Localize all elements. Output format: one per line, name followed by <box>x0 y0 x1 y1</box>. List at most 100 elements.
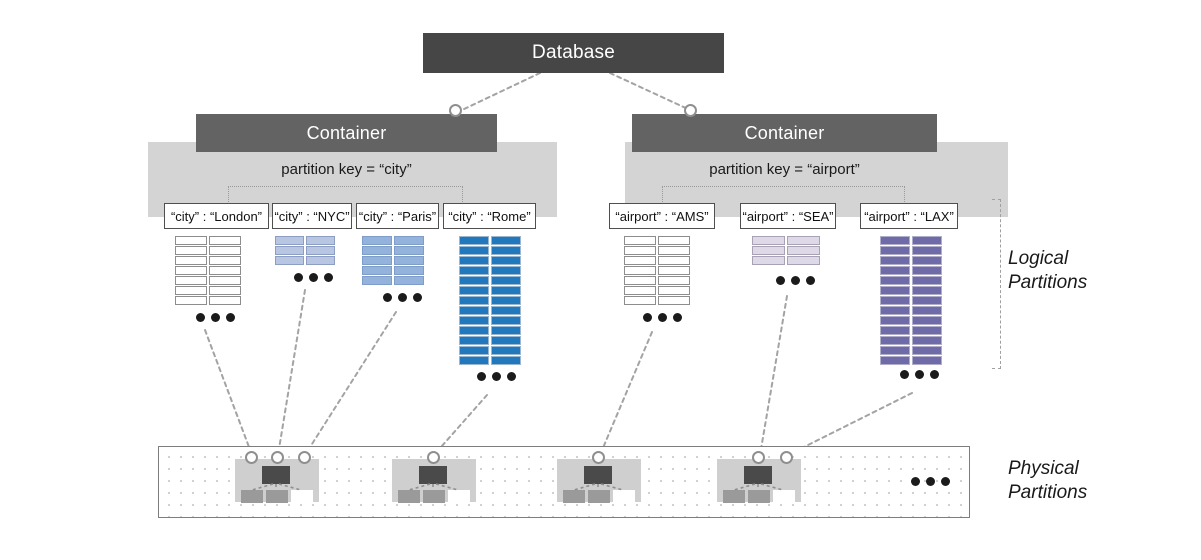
partition-row-cell <box>491 356 521 365</box>
partition-internal-links <box>408 483 459 491</box>
logical-partitions-label: Logical Partitions <box>1008 247 1087 296</box>
partition-row <box>459 246 521 255</box>
partition-replica-icon <box>266 490 288 503</box>
partition-row <box>175 266 241 275</box>
partition-row-cell <box>459 266 489 275</box>
partition-row-cell <box>459 316 489 325</box>
row-stack-london <box>175 236 241 306</box>
container-node-city[interactable]: Container <box>196 114 497 152</box>
partition-row-cell <box>880 346 910 355</box>
partition-row-cell <box>459 296 489 305</box>
logical-partition-chip-lax[interactable]: “airport” : “LAX” <box>860 203 958 229</box>
partition-row-cell <box>459 306 489 315</box>
logical-label-line2: Partitions <box>1008 272 1088 294</box>
partition-replica-icon <box>563 490 585 503</box>
physical-partition-3[interactable] <box>557 459 641 503</box>
partition-row-cell <box>912 316 942 325</box>
row-stack-lax <box>880 236 942 366</box>
partition-row <box>459 316 521 325</box>
physical-partition-2[interactable] <box>392 459 476 503</box>
logical-partition-chip-rome[interactable]: “city” : “Rome” <box>443 203 536 229</box>
partition-row-cell <box>459 246 489 255</box>
partition-row <box>880 286 942 295</box>
ellipsis-rome <box>477 372 516 381</box>
partition-row <box>175 236 241 245</box>
partition-row-cell <box>912 326 942 335</box>
row-stack-paris <box>362 236 424 286</box>
partition-internal-links <box>733 483 784 491</box>
physical-partition-4[interactable] <box>717 459 801 503</box>
logical-partition-chip-ams[interactable]: “airport” : “AMS” <box>609 203 715 229</box>
chip-text: “airport” : “LAX” <box>864 208 954 224</box>
partition-row <box>459 256 521 265</box>
partition-replica-icon <box>448 490 470 503</box>
partition-row-cell <box>362 256 392 265</box>
container-label-airport: Container <box>744 122 825 143</box>
partition-row-cell <box>658 276 690 285</box>
partition-row <box>624 236 690 245</box>
partition-row-cell <box>880 336 910 345</box>
partition-row-cell <box>787 246 820 255</box>
partition-row <box>459 306 521 315</box>
partition-row-cell <box>752 246 785 255</box>
partition-row <box>275 256 335 265</box>
partition-row-cell <box>209 266 241 275</box>
partition-row <box>459 296 521 305</box>
partition-row <box>459 286 521 295</box>
partition-row-cell <box>394 236 424 245</box>
partition-row-cell <box>491 346 521 355</box>
chip-text: “city” : “London” <box>170 208 263 224</box>
logical-partition-chip-sea[interactable]: “airport” : “SEA” <box>740 203 836 229</box>
partition-master-icon <box>744 466 772 484</box>
partition-row-cell <box>394 246 424 255</box>
logical-partitions-bracket <box>992 199 1002 369</box>
partition-replica-icon <box>773 490 795 503</box>
physical-anchor-4a <box>752 451 765 464</box>
logical-partition-chip-london[interactable]: “city” : “London” <box>164 203 269 229</box>
partition-replica-icon <box>241 490 263 503</box>
partition-replica-icon <box>291 490 313 503</box>
partition-row-cell <box>658 256 690 265</box>
partition-row-cell <box>880 306 910 315</box>
partition-row-cell <box>175 266 207 275</box>
partition-row-cell <box>752 256 785 265</box>
chip-text: “city” : “NYC” <box>274 208 350 224</box>
partition-row <box>459 346 521 355</box>
physical-anchor-1a <box>245 451 258 464</box>
partition-row-cell <box>880 356 910 365</box>
partition-row <box>880 256 942 265</box>
partition-row <box>880 296 942 305</box>
partition-row-cell <box>624 236 656 245</box>
chip-text: “city” : “Rome” <box>448 208 531 224</box>
partition-row-cell <box>491 316 521 325</box>
logical-partition-chip-paris[interactable]: “city” : “Paris” <box>356 203 439 229</box>
database-node[interactable]: Database <box>423 33 724 73</box>
partition-row <box>175 256 241 265</box>
physical-partition-1[interactable] <box>235 459 319 503</box>
physical-anchor-2a <box>427 451 440 464</box>
partition-row <box>459 326 521 335</box>
partition-row-cell <box>491 256 521 265</box>
row-stack-ams <box>624 236 690 306</box>
partition-row <box>880 306 942 315</box>
partition-row-cell <box>459 286 489 295</box>
ellipsis-nyc <box>294 273 333 282</box>
partition-row <box>362 256 424 265</box>
partition-row <box>624 296 690 305</box>
partition-row <box>880 246 942 255</box>
partition-row-cell <box>880 316 910 325</box>
partition-row-cell <box>491 306 521 315</box>
partition-row <box>275 246 335 255</box>
partition-row-cell <box>362 246 392 255</box>
partition-internal-links <box>573 483 624 491</box>
partition-row <box>362 236 424 245</box>
partition-row-cell <box>209 286 241 295</box>
partition-row-cell <box>491 336 521 345</box>
logical-partition-chip-nyc[interactable]: “city” : “NYC” <box>272 203 352 229</box>
ellipsis-sea <box>776 276 815 285</box>
container-node-airport[interactable]: Container <box>632 114 937 152</box>
partition-row-cell <box>275 256 304 265</box>
partition-row-cell <box>624 286 656 295</box>
partition-row-cell <box>491 326 521 335</box>
